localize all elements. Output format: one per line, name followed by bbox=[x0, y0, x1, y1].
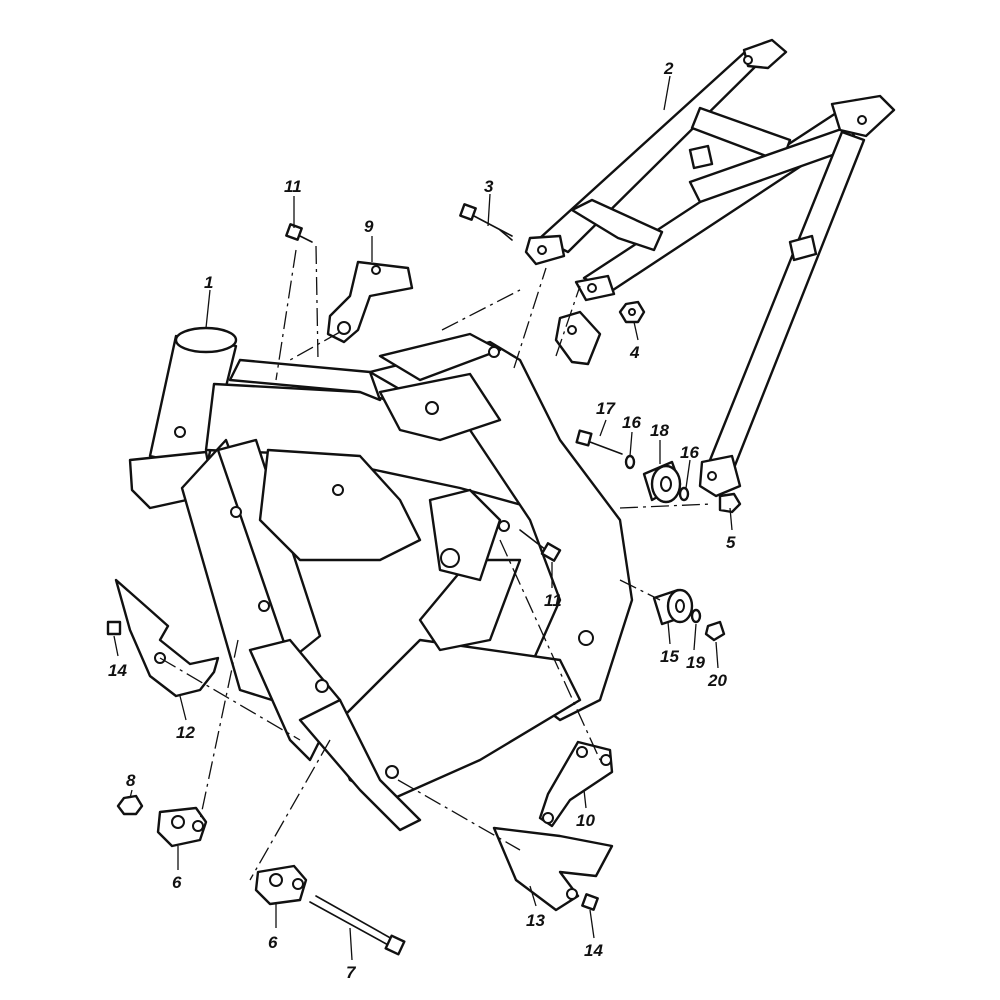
callout-15: 15 bbox=[660, 647, 679, 666]
nut-20 bbox=[704, 620, 726, 642]
washer-19 bbox=[690, 608, 702, 624]
callout-11a: 11 bbox=[284, 177, 302, 196]
callout-20: 20 bbox=[707, 671, 727, 690]
callout-9: 9 bbox=[364, 217, 374, 236]
callout-17: 17 bbox=[596, 399, 616, 418]
washer-16b bbox=[678, 486, 690, 502]
callout-3: 3 bbox=[484, 177, 494, 196]
main-frame bbox=[128, 326, 634, 832]
bolt-3 bbox=[459, 203, 513, 241]
callout-6b: 6 bbox=[268, 933, 278, 952]
bolt-5 bbox=[718, 492, 742, 514]
callout-13: 13 bbox=[526, 911, 545, 930]
callout-14b: 14 bbox=[584, 941, 603, 960]
nut-8 bbox=[116, 794, 144, 816]
frame-guard-left bbox=[114, 578, 220, 698]
frame-guard-right bbox=[492, 826, 614, 912]
callout-1: 1 bbox=[204, 273, 213, 292]
callout-6a: 6 bbox=[172, 873, 182, 892]
bushing-15 bbox=[652, 588, 694, 626]
callout-4: 4 bbox=[629, 343, 640, 362]
callout-7: 7 bbox=[346, 963, 357, 982]
callout-18: 18 bbox=[650, 421, 669, 440]
callout-16a: 16 bbox=[622, 413, 641, 432]
bolt-14-right bbox=[581, 893, 599, 911]
engine-mount-left bbox=[156, 806, 208, 848]
callout-14a: 14 bbox=[108, 661, 127, 680]
leader-lines bbox=[113, 75, 733, 961]
bolt-11-mid bbox=[519, 529, 562, 562]
bolt-7 bbox=[309, 895, 406, 956]
bolt-17 bbox=[575, 429, 623, 455]
callout-11b: 11 bbox=[544, 591, 562, 610]
washer-16a bbox=[624, 454, 636, 470]
callout-19: 19 bbox=[686, 653, 705, 672]
callout-10: 10 bbox=[576, 811, 595, 830]
rear-subframe bbox=[524, 38, 896, 498]
callout-16b: 16 bbox=[680, 443, 699, 462]
bushing-18 bbox=[642, 460, 682, 504]
callout-labels: 1 2 3 4 5 6 6 7 8 9 10 11 11 12 13 14 14… bbox=[108, 59, 736, 982]
bolt-14-left bbox=[106, 620, 122, 636]
callout-5: 5 bbox=[726, 533, 736, 552]
callout-12: 12 bbox=[176, 723, 195, 742]
callout-8: 8 bbox=[126, 771, 136, 790]
bolt-11-top bbox=[285, 223, 313, 243]
engine-mount-lower bbox=[254, 864, 308, 906]
engine-bracket-upper bbox=[326, 260, 414, 344]
nut-4 bbox=[618, 300, 646, 324]
callout-2: 2 bbox=[663, 59, 674, 78]
assembly-lines bbox=[159, 245, 713, 881]
engine-bracket-lower bbox=[538, 740, 614, 828]
